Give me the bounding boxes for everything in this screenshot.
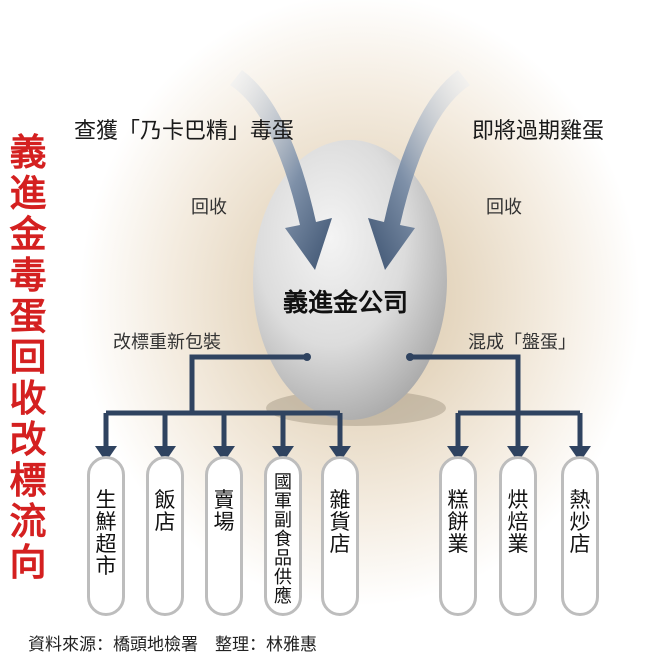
right-action-label: 回收	[486, 197, 522, 218]
destination-label: 熱炒店	[569, 488, 591, 556]
destination-store: 賣場	[205, 456, 243, 616]
destination-label: 賣場	[213, 488, 235, 534]
destination-military-supply: 國軍副食品供應	[264, 456, 302, 616]
destination-hotel: 飯店	[146, 456, 184, 616]
right-arrowheads	[447, 446, 591, 462]
right-input-arrow	[368, 70, 470, 270]
left-arrowheads	[95, 446, 351, 462]
destination-label: 雜貨店	[329, 488, 351, 556]
left-action-label: 回收	[191, 197, 227, 218]
company-name: 義進金公司	[283, 288, 409, 317]
left-input-arrow	[230, 70, 332, 270]
left-distribution-lines	[103, 354, 343, 448]
destination-label: 烘焙業	[507, 488, 529, 556]
destination-fresh-supermarket: 生鮮超市	[87, 456, 125, 616]
destination-label: 國軍副食品供應	[274, 472, 292, 607]
right-distribution-lines	[410, 354, 583, 448]
diagram-title: 義進金毒蛋回收改標流向	[9, 131, 47, 584]
right-source-label: 即將過期雞蛋	[472, 119, 605, 144]
destination-bakery: 烘焙業	[499, 456, 537, 616]
egg-shape	[253, 140, 447, 420]
destination-label: 飯店	[154, 488, 176, 534]
destination-pastry: 糕餅業	[439, 456, 477, 616]
left-source-label: 查獲「乃卡巴精」毒蛋	[74, 119, 295, 144]
destination-label: 糕餅業	[447, 488, 469, 556]
right-process-label: 混成「盤蛋」	[468, 332, 576, 353]
source-note: 資料來源：橋頭地檢署 整理：林雅惠	[28, 635, 317, 655]
left-process-label: 改標重新包裝	[113, 332, 221, 353]
destination-label: 生鮮超市	[95, 488, 117, 578]
destination-grocery: 雜貨店	[321, 456, 359, 616]
destination-stir-fry-restaurant: 熱炒店	[561, 456, 599, 616]
